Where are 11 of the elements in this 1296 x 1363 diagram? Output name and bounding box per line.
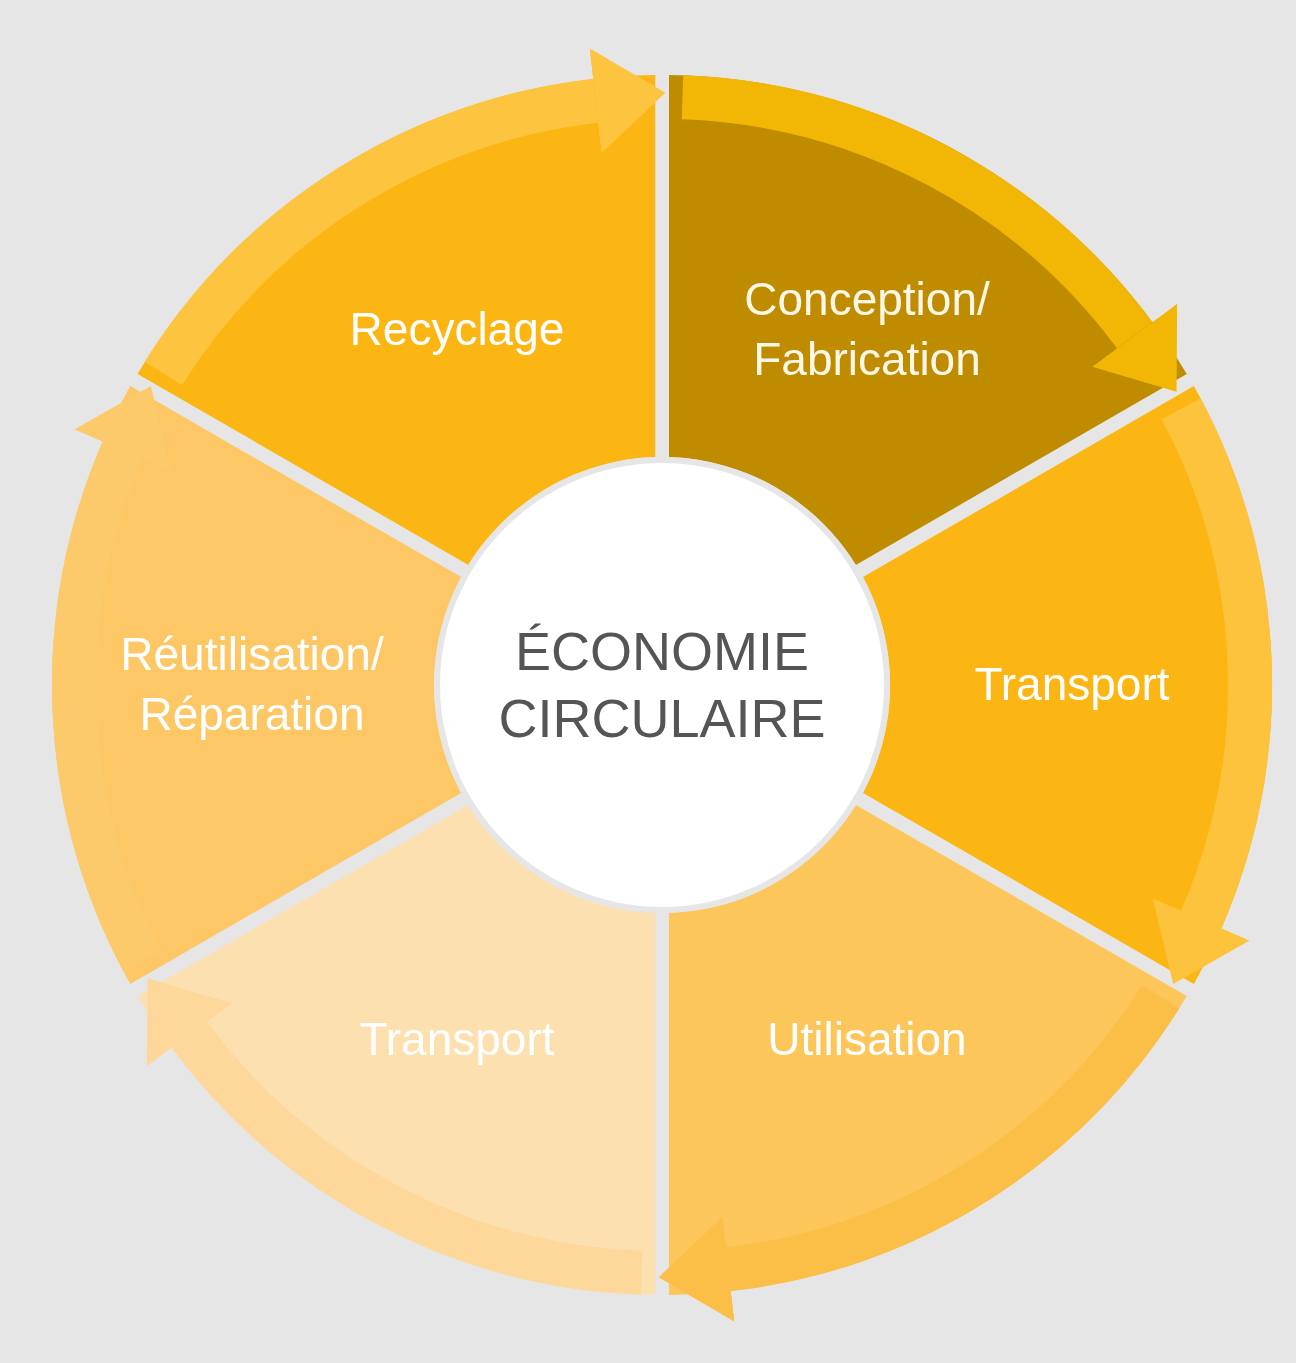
sector-label: Conception/ Fabrication — [743, 272, 991, 387]
sector-label: Réutilisation/ Réparation — [119, 627, 385, 742]
cycle-arrow — [1151, 399, 1272, 986]
cycle-arrow — [659, 983, 1179, 1322]
sector-label: Transport — [358, 1012, 556, 1068]
cycle-arrow — [145, 48, 665, 387]
cycle-arrow — [52, 384, 173, 971]
center-title: ÉCONOMIE CIRCULAIRE — [497, 619, 827, 750]
sector-label: Transport — [973, 657, 1171, 713]
sector-label: Utilisation — [766, 1012, 968, 1068]
sector-label: Recyclage — [348, 302, 566, 357]
